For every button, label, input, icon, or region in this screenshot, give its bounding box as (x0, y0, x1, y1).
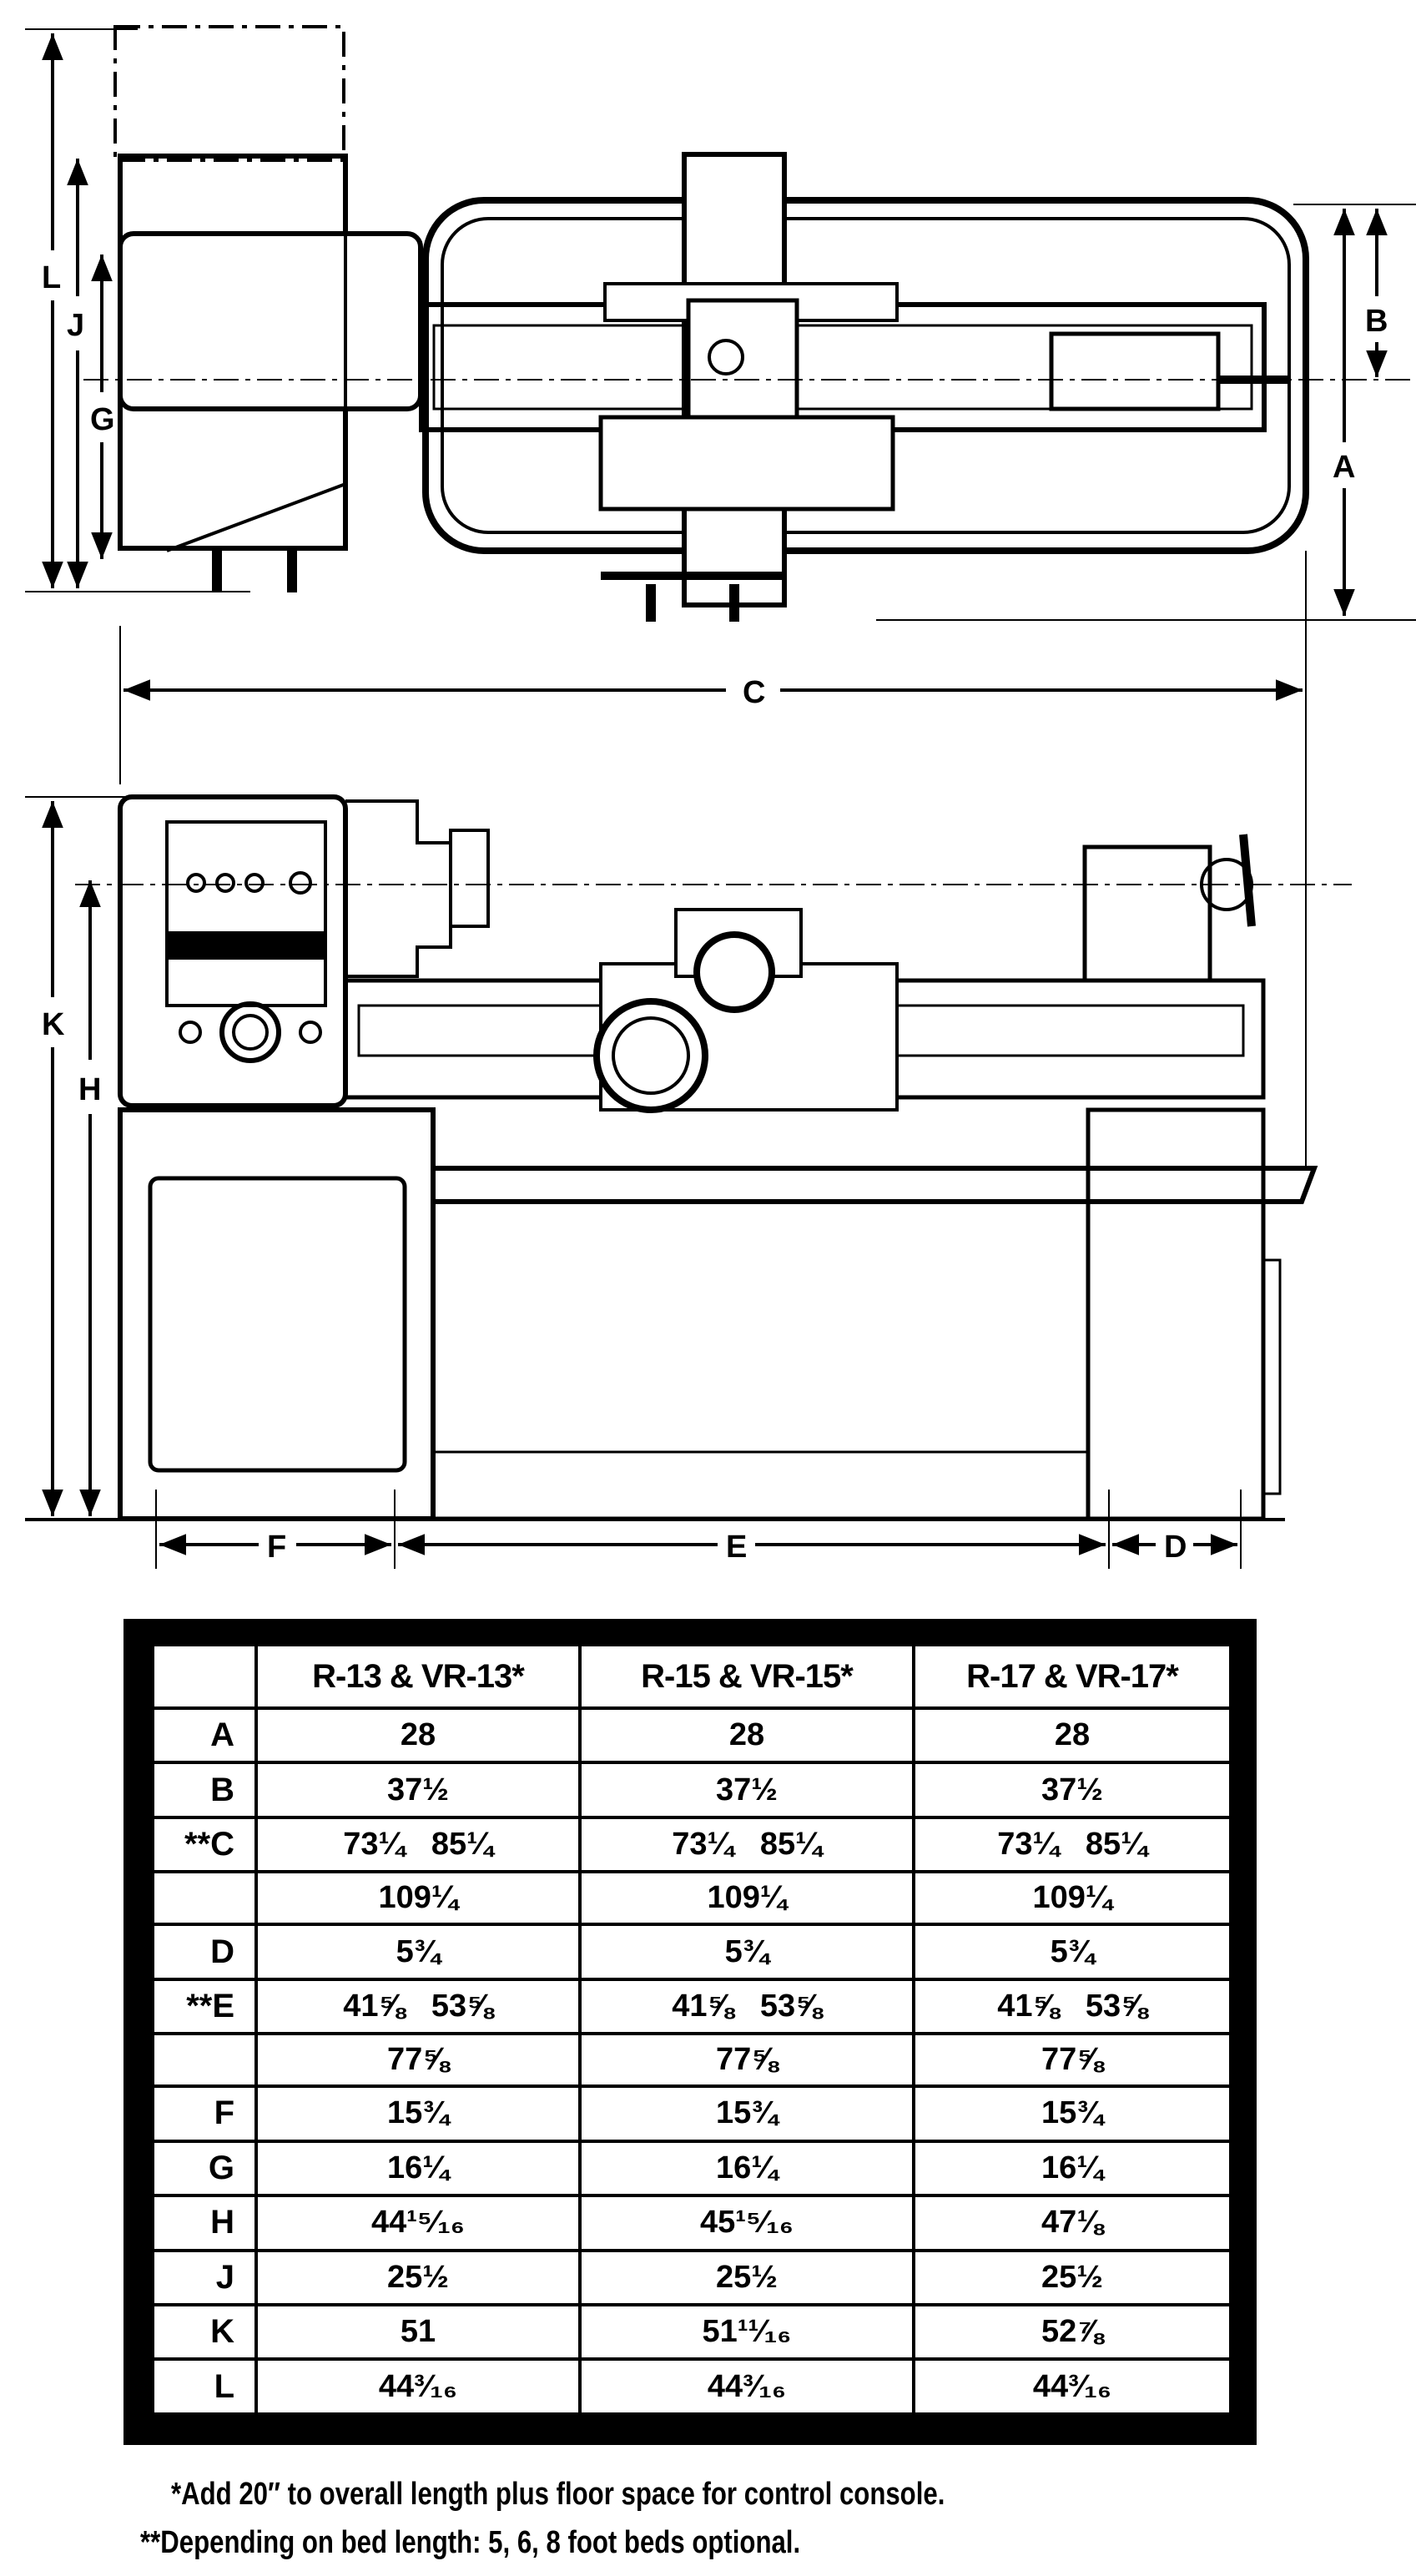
row-label: G (151, 2139, 258, 2198)
table-cell: 37½ (578, 1761, 915, 1819)
table-cell: 51 (254, 2302, 582, 2362)
table-cell: 37½ (912, 1761, 1232, 1819)
row-label: H (151, 2194, 258, 2252)
table-cell: 73¼ 85¼ (912, 1815, 1232, 1874)
table-cell: 16¼ (254, 2139, 582, 2198)
table-cell: 16¼ (578, 2139, 915, 2198)
dim-label-a: A (1333, 450, 1355, 485)
row-label: A (151, 1706, 258, 1765)
table-cell: 44¹⁵⁄₁₆ (254, 2194, 582, 2252)
row-label: K (151, 2302, 258, 2362)
table-cell: 73¼ 85¼ (254, 1815, 582, 1874)
table-cell: 25½ (912, 2248, 1232, 2306)
dim-label-h: H (78, 1072, 101, 1107)
table-cell: 77⅝ (578, 2032, 915, 2089)
table-cell: 15¾ (254, 2084, 582, 2143)
dim-label-l: L (42, 260, 61, 295)
side-view-dimensions (42, 801, 1242, 1569)
table-cell: 16¼ (912, 2139, 1232, 2198)
side-view (25, 794, 1352, 1521)
table-cell: 77⅝ (912, 2032, 1232, 2089)
footnote-bed-length: **Depending on bed length: 5, 6, 8 foot … (140, 2525, 801, 2560)
table-cell: 109¼ (254, 1870, 582, 1927)
table-cell: 37½ (254, 1761, 582, 1819)
header-r13: R-13 & VR-13* (254, 1643, 582, 1710)
dim-label-e: E (726, 1530, 747, 1565)
table-cell: 47⅛ (912, 2194, 1232, 2252)
row-label: D (151, 1923, 258, 1981)
dim-label-b: B (1365, 304, 1388, 339)
table-cell: 15¾ (578, 2084, 915, 2143)
table-cell: 45¹⁵⁄₁₆ (578, 2194, 915, 2252)
row-label: F (151, 2084, 258, 2143)
table-cell: 5¾ (912, 1923, 1232, 1981)
table-cell: 41⅝ 53⅝ (254, 1977, 582, 2036)
table-cell: 44³⁄₁₆ (578, 2357, 915, 2416)
lathe-dimension-drawing: L J G B A C K H F E D (25, 25, 1416, 1569)
top-view (83, 25, 1416, 622)
row-label: **E (151, 1977, 258, 2036)
footnote-console: *Add 20″ to overall length plus floor sp… (171, 2477, 945, 2512)
header-r17: R-17 & VR-17* (912, 1643, 1232, 1710)
table-cell: 44³⁄₁₆ (912, 2357, 1232, 2416)
table-cell: 25½ (578, 2248, 915, 2306)
table-cell: 44³⁄₁₆ (254, 2357, 582, 2416)
table-cell: 51¹¹⁄₁₆ (578, 2302, 915, 2362)
dimension-table: R-13 & VR-13* R-15 & VR-15* R-17 & VR-17… (151, 1643, 1232, 2416)
table-cell: 5¾ (254, 1923, 582, 1981)
table-cell: 77⅝ (254, 2032, 582, 2089)
row-label: J (151, 2248, 258, 2306)
row-label: L (151, 2357, 258, 2416)
table-cell: 41⅝ 53⅝ (578, 1977, 915, 2036)
top-view-dimensions (25, 28, 1416, 1168)
table-cell: 41⅝ 53⅝ (912, 1977, 1232, 2036)
dim-label-k: K (42, 1007, 65, 1042)
table-header-row: R-13 & VR-13* R-15 & VR-15* R-17 & VR-17… (151, 1643, 1232, 1710)
table-cell: 73¼ 85¼ (578, 1815, 915, 1874)
table-cell: 28 (254, 1706, 582, 1765)
header-blank (151, 1643, 258, 1710)
table-cell: 15¾ (912, 2084, 1232, 2143)
dim-label-j: J (67, 308, 84, 343)
dim-label-d: D (1164, 1530, 1187, 1565)
dimension-table-frame: R-13 & VR-13* R-15 & VR-15* R-17 & VR-17… (123, 1619, 1257, 2445)
dim-label-c: C (743, 675, 765, 710)
row-label: **C (151, 1815, 258, 1874)
row-label: B (151, 1761, 258, 1819)
row-label (151, 2032, 258, 2089)
table-cell: 5¾ (578, 1923, 915, 1981)
header-r15: R-15 & VR-15* (578, 1643, 915, 1710)
dim-label-f: F (267, 1530, 286, 1565)
table-cell: 109¼ (578, 1870, 915, 1927)
dim-label-g: G (90, 402, 115, 437)
table-cell: 28 (578, 1706, 915, 1765)
table-cell: 109¼ (912, 1870, 1232, 1927)
table-cell: 25½ (254, 2248, 582, 2306)
table-cell: 28 (912, 1706, 1232, 1765)
row-label (151, 1870, 258, 1927)
table-cell: 52⅞ (912, 2302, 1232, 2362)
